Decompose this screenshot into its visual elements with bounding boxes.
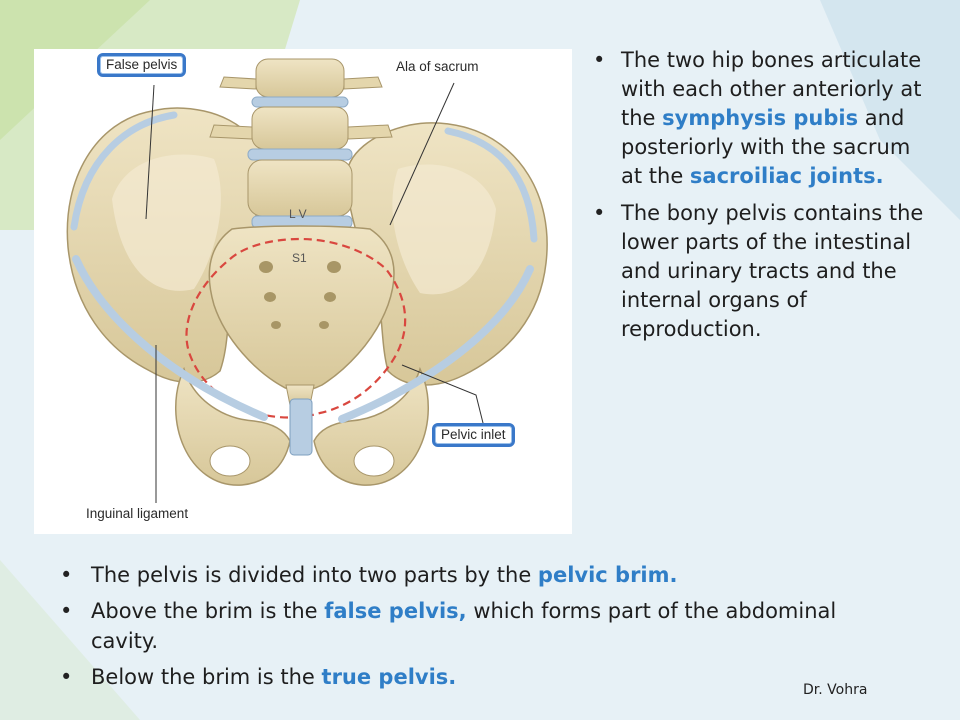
highlighted-term: symphysis pubis — [662, 106, 859, 130]
callout-ala-of-sacrum: Ala of sacrum — [396, 59, 479, 74]
label-s1: S1 — [292, 251, 307, 265]
pelvis-illustration — [66, 58, 548, 503]
highlighted-term: false pelvis, — [324, 599, 467, 623]
vertebra-l3 — [255, 58, 345, 98]
bullet-text: The pelvis is divided into two parts by … — [91, 563, 538, 587]
bullet-item: The pelvis is divided into two parts by … — [60, 560, 900, 590]
bullet-item: The bony pelvis contains the lower parts… — [593, 199, 933, 344]
sacrum — [208, 225, 395, 392]
callout-pelvic-inlet: Pelvic inlet — [432, 423, 515, 447]
callout-inguinal-ligament: Inguinal ligament — [86, 506, 189, 521]
bullet-text: and posteriorly with the sacrum at the — [621, 106, 911, 188]
highlighted-term: true pelvis. — [321, 665, 457, 689]
bullet-text: Above the brim is the — [91, 599, 325, 623]
bullet-item: The two hip bones articulate with each o… — [593, 46, 933, 191]
pelvic-brim-outline — [185, 237, 407, 419]
bullet-text: which forms part of the abdominal cavity… — [91, 599, 837, 653]
vertebra-l4 — [251, 106, 349, 150]
pubic-arch — [175, 366, 291, 486]
symphysis-pubis — [289, 398, 313, 456]
pelvis-figure: False pelvis Ala of sacrum Pelvic inlet … — [34, 49, 572, 534]
label-lv: L V — [289, 207, 307, 221]
bullet-text: The bony pelvis contains the lower parts… — [621, 201, 924, 341]
author-credit: Dr. Vohra — [803, 682, 868, 698]
bullet-item: Above the brim is the false pelvis, whic… — [60, 596, 900, 656]
callout-false-pelvis: False pelvis — [97, 53, 187, 77]
bullet-text: Below the brim is the — [91, 665, 322, 689]
bullet-item: Below the brim is the true pelvis. — [60, 662, 900, 692]
bottom-bullet-list: The pelvis is divided into two parts by … — [60, 560, 900, 698]
highlighted-term: pelvic brim. — [537, 563, 678, 587]
highlighted-term: sacroiliac joints. — [689, 164, 884, 188]
bullet-text: The two hip bones articulate with each o… — [621, 48, 922, 130]
right-bullet-list: The two hip bones articulate with each o… — [593, 46, 933, 352]
